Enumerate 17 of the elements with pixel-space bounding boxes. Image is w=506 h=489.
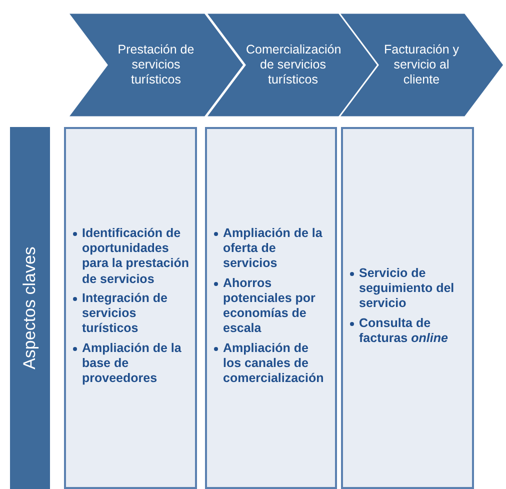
side-band (10, 127, 50, 489)
stage-label: Facturación y servicio al cliente (382, 42, 460, 88)
bullet-text: Ahorros potenciales por economías de escala (223, 276, 316, 336)
bullet-text: Identificación de oportunidades para la prestación de servicios (82, 226, 189, 286)
bullet-text: Servicio de seguimiento del servicio (359, 266, 454, 310)
column-panel (205, 127, 337, 489)
stage-label: Comercialización de servicios turísticos (246, 42, 340, 88)
bullet-text: Consulta de facturas online (359, 316, 448, 345)
stage-label: Prestación de servicios turísticos (116, 42, 196, 88)
stage-header (67, 12, 245, 118)
band-label: Aspectos claves (20, 246, 40, 370)
bullet-text: Integración de servicios turísticos (82, 290, 168, 336)
bullet-text: Ampliación de la base de proveedores (82, 340, 182, 385)
bullet-text: Ampliación de los canales de comercialización (223, 340, 324, 385)
column-panel (341, 127, 474, 489)
column-panel (64, 127, 197, 489)
bullet-text: Ampliación de la oferta de servicios (223, 226, 322, 270)
